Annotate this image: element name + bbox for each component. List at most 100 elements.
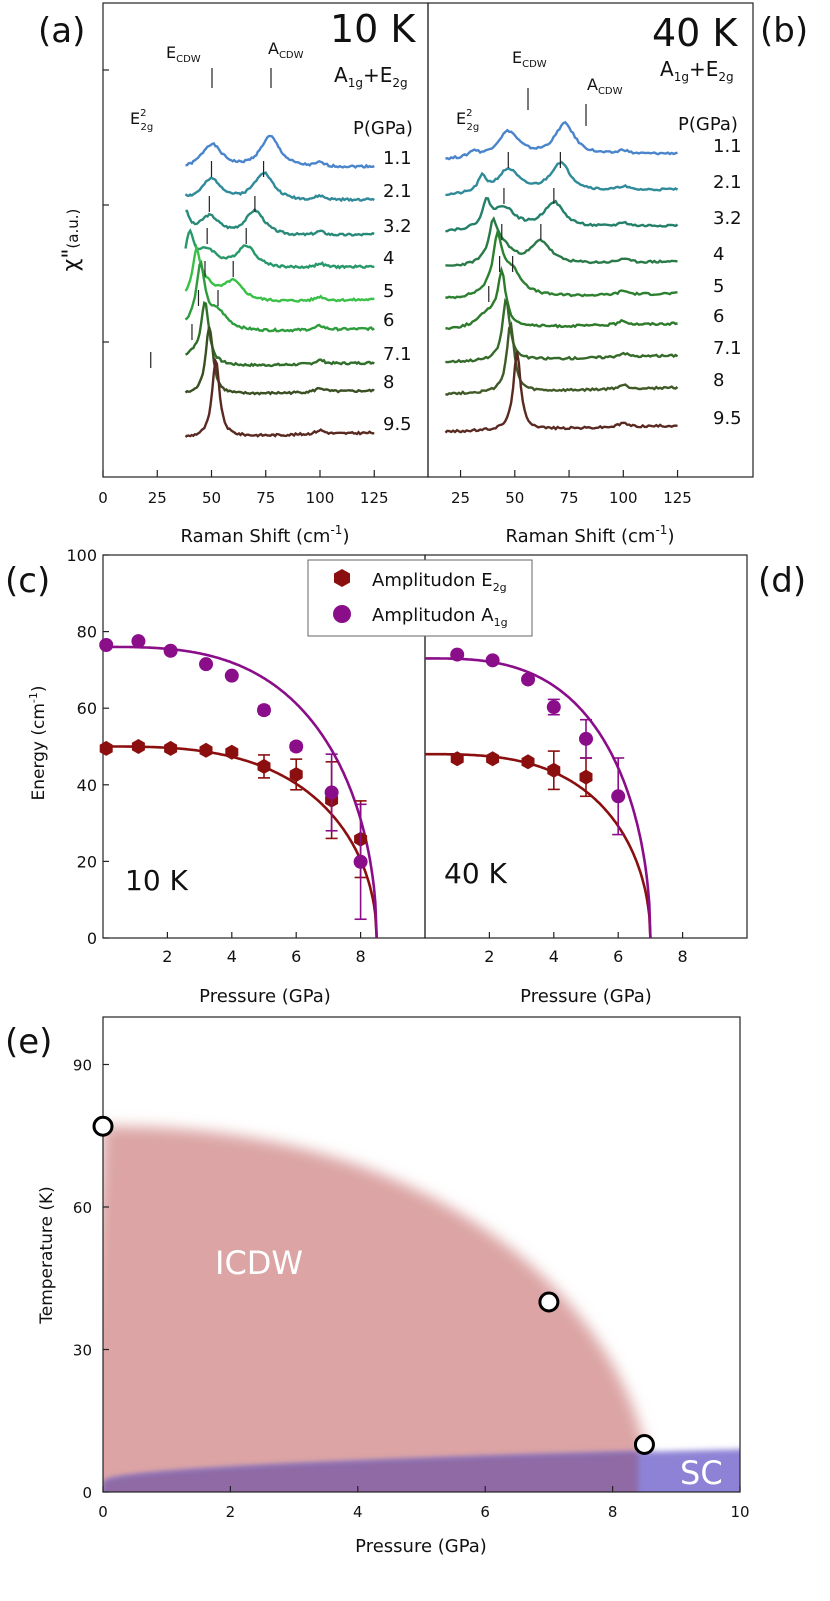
pressure-label-3.2: 3.2 [383, 216, 412, 237]
x-tick-label: 25 [451, 489, 470, 507]
a1g-point [257, 703, 271, 718]
panel-a-ecdw-label: ECDW [166, 43, 201, 65]
e2g-point [486, 751, 500, 767]
sc-label: SC [680, 1454, 723, 1492]
pressure-label-7.1: 7.1 [383, 344, 412, 365]
pressure-label-9.5: 9.5 [383, 414, 412, 435]
e2g-point [547, 762, 561, 778]
panel-b-frame [427, 2, 754, 478]
e2g-point [164, 740, 178, 756]
y-tick-label: 30 [73, 1342, 92, 1360]
pressure-label-2.1: 2.1 [383, 181, 412, 202]
pressure-label-1.1: 1.1 [713, 136, 742, 157]
y-tick-label: 60 [77, 699, 97, 718]
panel-b-legend-header: P(GPa) [678, 114, 738, 135]
panel-a-legend-header: P(GPa) [353, 118, 413, 139]
e2g-point [450, 751, 464, 767]
tc-point [538, 1291, 560, 1313]
a1g-point [353, 854, 368, 869]
fit-curve [103, 745, 378, 939]
x-tick-label: 8 [608, 1503, 618, 1521]
x-tick-label: 125 [663, 489, 692, 507]
panel-c-xlabel: Pressure (GPa) [199, 986, 331, 1007]
pressure-label-6: 6 [383, 310, 394, 331]
panel-d-xlabel: Pressure (GPa) [520, 986, 652, 1007]
y-tick-label: 80 [77, 623, 97, 642]
x-tick-label: 50 [505, 489, 524, 507]
panel-b-letter: (b) [760, 11, 808, 51]
x-tick-label: 4 [549, 947, 559, 966]
panel-e-frame [102, 1016, 741, 1493]
a1g-point [99, 638, 114, 653]
y-tick-label: 60 [73, 1199, 92, 1217]
x-tick-label: 2 [162, 947, 172, 966]
panel-b-ecdw-label: ECDW [512, 48, 547, 70]
tc-point [633, 1434, 655, 1455]
e2g-point [521, 754, 535, 770]
panel-b-xlabel: Raman Shift (cm-1) [506, 523, 675, 547]
a1g-point [579, 731, 593, 746]
panel-e-letter: (e) [5, 1022, 52, 1062]
a1g-point [485, 653, 500, 668]
spectrum-4-gpa [445, 216, 678, 267]
a1g-point [224, 668, 239, 683]
panel-a-letter: (a) [38, 11, 85, 51]
legend-e2g-marker [334, 569, 350, 587]
panel-e-ylabel: Temperature (K) [37, 1186, 57, 1325]
panel-b-symmetry: A1g+E2g [660, 57, 734, 84]
x-tick-label: 2 [484, 947, 494, 966]
pressure-label-4: 4 [713, 244, 724, 265]
x-tick-label: 6 [480, 1503, 490, 1521]
spectrum-8-gpa [184, 326, 375, 396]
a1g-point [199, 657, 214, 672]
pressure-label-6: 6 [713, 306, 724, 327]
a1g-point [521, 672, 536, 687]
spectrum-7.1-gpa [445, 297, 679, 364]
icdw-region [103, 1126, 651, 1492]
panel-ab-ylabel: χ"(a.u.) [59, 209, 84, 272]
panel-e-points [92, 1115, 655, 1455]
spectrum-6-gpa [184, 259, 375, 333]
panel-cd-ylabel: Energy (cm-1) [27, 685, 49, 800]
a1g-point [163, 643, 178, 658]
x-tick-label: 4 [353, 1503, 363, 1521]
spectrum-9.5-gpa [184, 356, 375, 438]
panel-c-temperature: 10 K [125, 864, 189, 897]
a1g-point [131, 634, 146, 649]
spectrum-2.1-gpa [445, 160, 679, 197]
e2g-point [225, 744, 239, 760]
icdw-label: ICDW [215, 1244, 303, 1282]
spectrum-1.1-gpa [185, 134, 375, 169]
legend-e2g-label: Amplitudon E2g [372, 570, 507, 594]
spectrum-2.1-gpa [184, 171, 375, 203]
cd-legend: Amplitudon E2g Amplitudon A1g [307, 559, 533, 637]
spectrum-1.1-gpa [445, 120, 678, 161]
x-tick-label: 0 [98, 1503, 108, 1521]
e2g-point [131, 739, 145, 754]
x-tick-label: 10 [730, 1503, 749, 1521]
e2g-point [289, 767, 303, 782]
pressure-label-1.1: 1.1 [383, 148, 412, 169]
spectrum-5-gpa [184, 243, 375, 303]
x-tick-label: 6 [613, 947, 623, 966]
pressure-label-4: 4 [383, 248, 394, 269]
legend-a1g-label: Amplitudon A1g [372, 605, 508, 629]
y-tick-label: 20 [77, 852, 97, 871]
pressure-label-8: 8 [383, 372, 394, 393]
x-tick-label: 75 [256, 489, 275, 507]
pressure-label-3.2: 3.2 [713, 208, 742, 229]
fit-curve [425, 752, 652, 939]
spectrum-7.1-gpa [185, 301, 375, 368]
y-tick-label: 0 [87, 929, 97, 948]
x-tick-label: 50 [202, 489, 221, 507]
panel-a-xlabel: Raman Shift (cm-1) [181, 523, 350, 547]
spectrum-6-gpa [445, 265, 678, 331]
